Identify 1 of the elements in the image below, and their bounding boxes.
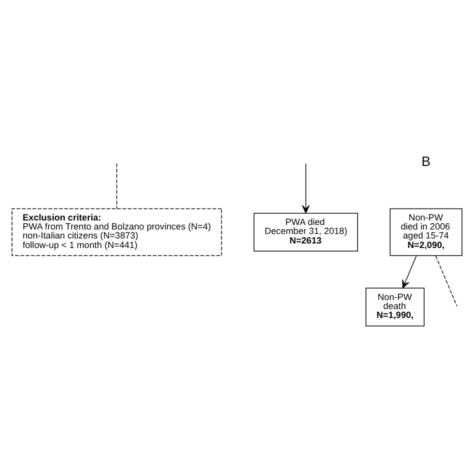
label: B [422, 153, 431, 168]
